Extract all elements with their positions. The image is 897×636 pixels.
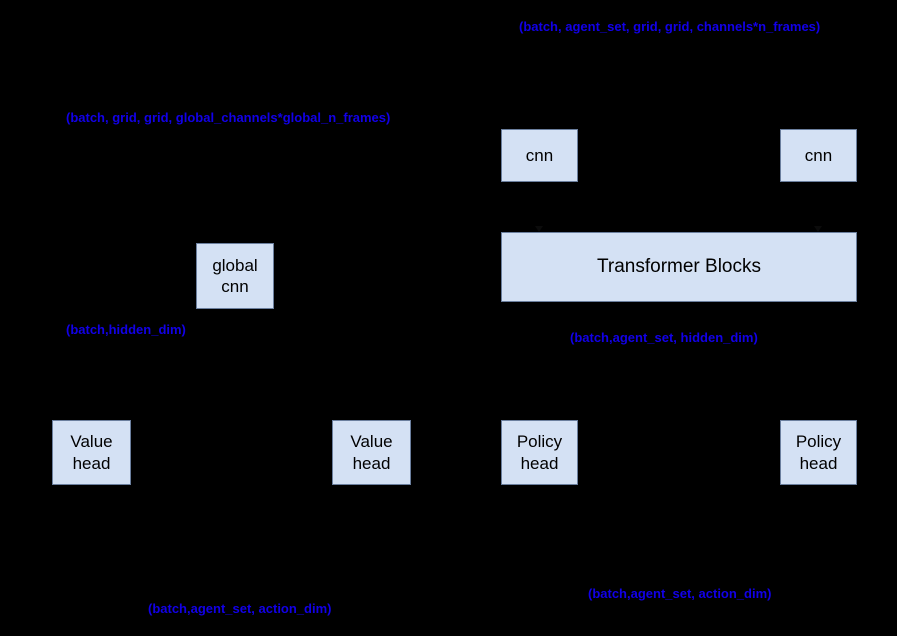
edge-global-input-to-global-cnn [235, 134, 236, 242]
edge-to-value-head-2 [371, 350, 372, 420]
shape-label-agent-hidden: (batch,agent_set, hidden_dim) [570, 330, 758, 345]
edge-value-head-1-out [91, 485, 92, 560]
node-global-cnn[interactable]: global cnn [196, 243, 274, 309]
node-policy-head-1[interactable]: Policy head [501, 420, 578, 485]
shape-label-policy-action: (batch,agent_set, action_dim) [588, 586, 772, 601]
arrow-head-transformer-left [535, 226, 543, 232]
edge-agent-input-to-cnn-left [539, 45, 540, 129]
shape-label-agent-input: (batch, agent_set, grid, grid, channels*… [519, 19, 821, 34]
shape-label-value-action: (batch,agent_set, action_dim) [148, 601, 332, 616]
edge-to-policy-head-2 [818, 360, 819, 420]
edge-to-value-head-1 [91, 350, 92, 420]
edge-cnn-right-to-transformer [818, 181, 819, 232]
edge-transformer-to-policy-bus-left [539, 302, 540, 360]
edge-global-cnn-to-hidden [235, 310, 236, 350]
node-value-head-1[interactable]: Value head [52, 420, 131, 485]
node-cnn-right[interactable]: cnn [780, 129, 857, 182]
arrow-head-transformer-right [814, 226, 822, 232]
node-value-head-2[interactable]: Value head [332, 420, 411, 485]
edge-value-head-2-out [371, 485, 372, 560]
shape-label-global-input: (batch, grid, grid, global_channels*glob… [66, 110, 391, 125]
edge-policy-head-2-out [818, 485, 819, 553]
edge-policy-head-1-out [539, 485, 540, 553]
shape-label-global-hidden: (batch,hidden_dim) [66, 322, 186, 337]
edge-global-hidden-bus [91, 350, 381, 351]
edge-value-out-bus [91, 560, 372, 561]
node-transformer-blocks[interactable]: Transformer Blocks [501, 232, 857, 302]
edge-transformer-to-policy-bus-right [818, 302, 819, 360]
edge-agent-input-to-cnn-right [818, 45, 819, 129]
node-policy-head-2[interactable]: Policy head [780, 420, 857, 485]
edge-to-policy-head-1 [539, 360, 540, 420]
node-cnn-left[interactable]: cnn [501, 129, 578, 182]
edge-policy-out-bus [539, 553, 819, 554]
edge-cnn-left-to-transformer [539, 181, 540, 232]
